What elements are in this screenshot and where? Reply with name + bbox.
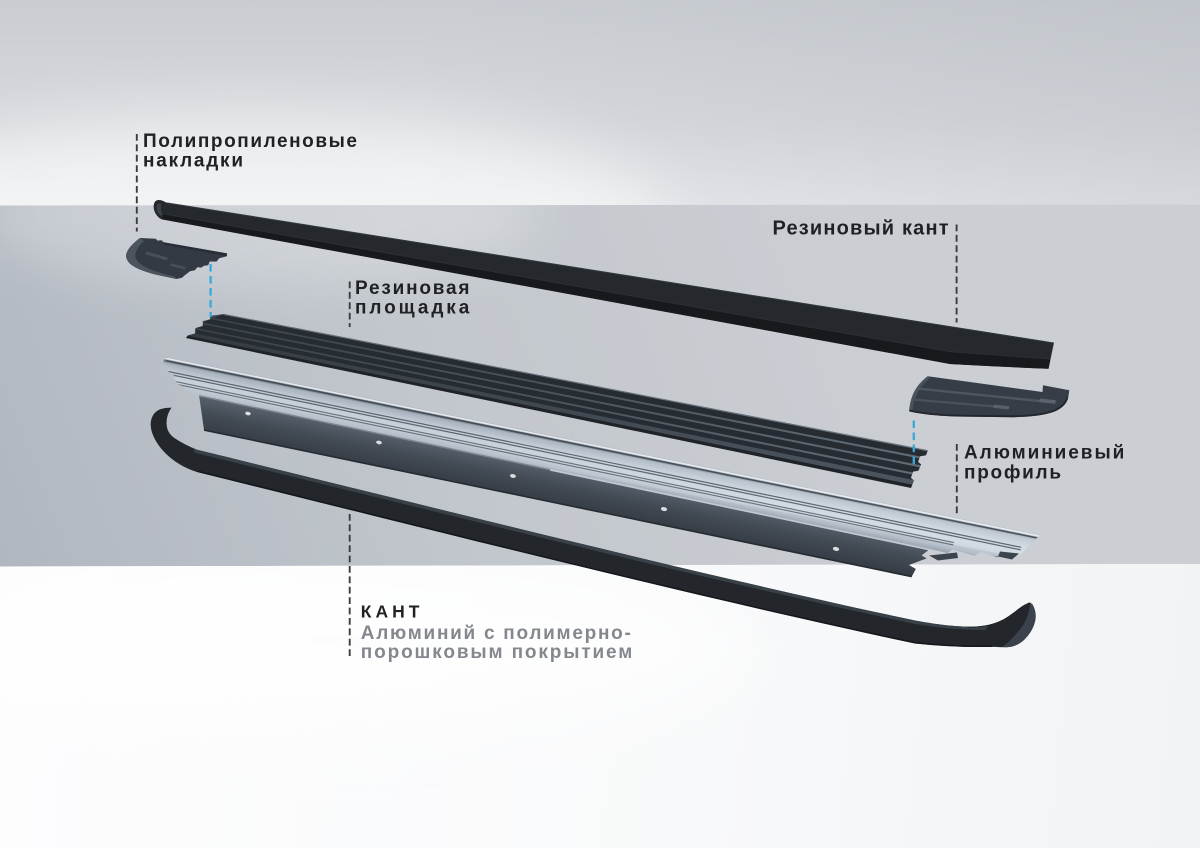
svg-text:Резиновый кант: Резиновый кант: [773, 217, 949, 239]
svg-text:площадка: площадка: [355, 297, 470, 318]
svg-text:Алюминий с полимерно-: Алюминий с полимерно-: [361, 623, 631, 644]
svg-text:профиль: профиль: [964, 462, 1061, 483]
svg-text:накладки: накладки: [143, 151, 243, 172]
svg-text:порошковым покрытием: порошковым покрытием: [361, 642, 633, 663]
svg-text:Резиновая: Резиновая: [355, 278, 470, 299]
svg-text:Алюминиевый: Алюминиевый: [964, 443, 1124, 464]
svg-text:Полипропиленовые: Полипропиленовые: [143, 131, 357, 152]
